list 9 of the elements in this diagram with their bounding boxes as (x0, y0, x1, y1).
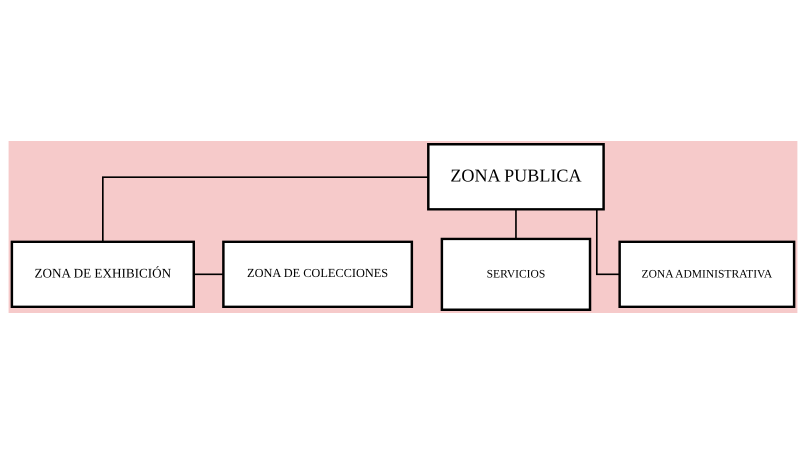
node-box: ZONA ADMINISTRATIVA (618, 240, 796, 308)
node-box: ZONA DE EXHIBICIÓN (10, 240, 195, 308)
node-box: ZONA PUBLICA (427, 142, 605, 210)
node-box: ZONA DE COLECCIONES (222, 240, 414, 308)
node-box: SERVICIOS (440, 237, 592, 310)
connector (194, 273, 224, 275)
connector (515, 209, 517, 238)
connector (596, 209, 620, 275)
connector (102, 176, 428, 242)
